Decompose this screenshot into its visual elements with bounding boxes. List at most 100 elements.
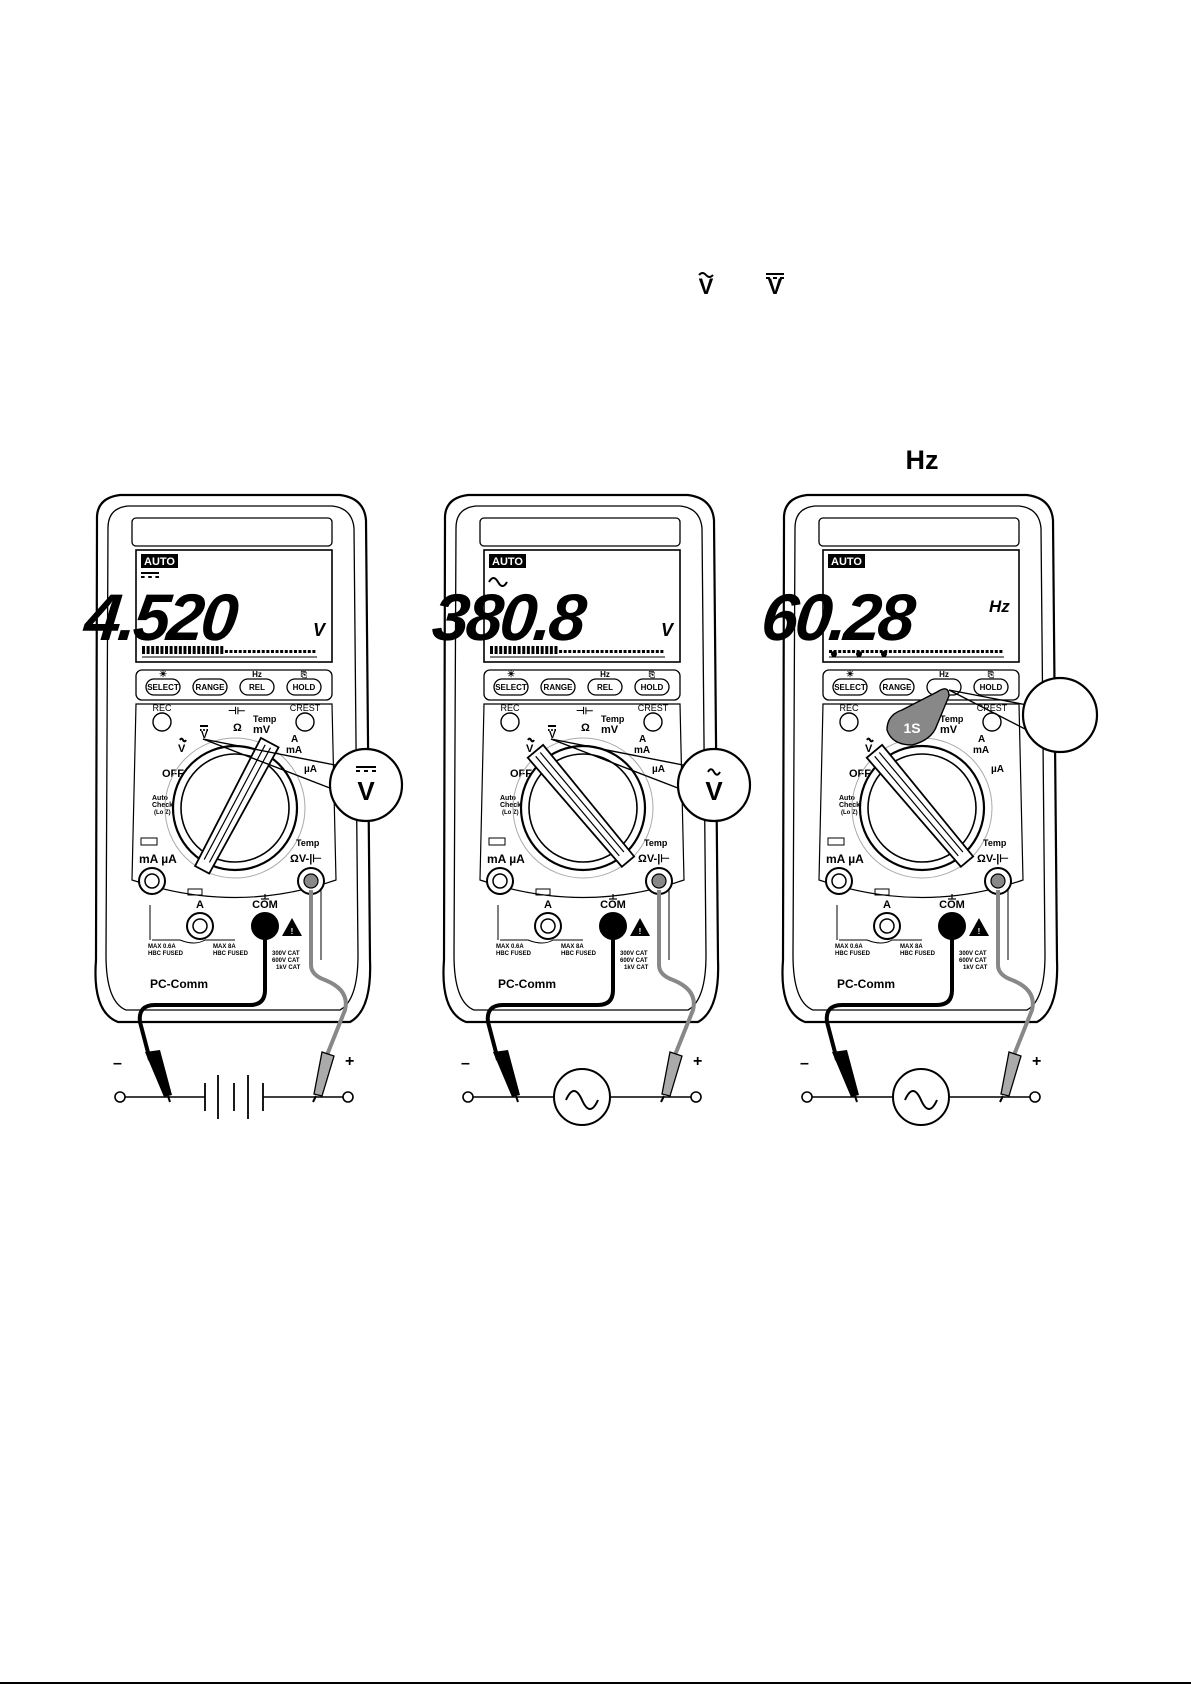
terminal-left — [114, 1091, 126, 1103]
button-label: SELECT — [147, 683, 179, 692]
auto-label: AUTO — [492, 556, 523, 568]
callout-v-label: V — [705, 776, 723, 806]
bargraph-segment — [545, 646, 549, 654]
positive-sign: + — [693, 1053, 702, 1070]
cat-rating-label: 600V CAT — [620, 958, 648, 964]
ua-dial-label: µA — [304, 764, 317, 775]
auto-check-label: Auto — [839, 795, 855, 802]
bargraph-segment — [985, 650, 989, 653]
ma-dial-label: mA — [973, 745, 989, 756]
bargraph-segment — [902, 650, 906, 653]
red-test-lead — [657, 890, 696, 1061]
bargraph-segment — [976, 650, 980, 653]
bargraph-segment — [252, 650, 256, 653]
bargraph-segment — [192, 646, 196, 654]
bargraph-segment — [925, 650, 929, 653]
rec-label: REC — [500, 703, 520, 713]
dial-pointer — [193, 736, 280, 875]
ma-fuse-icon — [488, 837, 506, 846]
fuse-bracket — [836, 905, 922, 944]
ac-mode-indicator — [488, 576, 508, 588]
bargraph-segment — [577, 650, 581, 653]
button-hold: HOLD — [634, 678, 670, 696]
bargraph-segment — [623, 650, 627, 653]
button-select: SELECT — [832, 678, 868, 696]
button-hold: HOLD — [973, 678, 1009, 696]
dial-guide-ring — [512, 737, 654, 879]
ua-dial-label: µA — [652, 764, 665, 775]
bargraph-segment — [861, 650, 865, 653]
negative-sign: – — [461, 1055, 470, 1072]
bargraph-segment — [293, 650, 297, 653]
callout-leader — [550, 738, 684, 766]
auto-check-label: (Lo Z) — [502, 810, 519, 816]
off-label: OFF — [510, 768, 532, 780]
hz-key-label: Hz — [252, 670, 262, 679]
a-rating-label: MAX 8A — [213, 944, 236, 950]
ac-v-dial-mark — [866, 737, 874, 743]
bargraph-segment — [142, 646, 145, 654]
terminal-right — [1029, 1091, 1041, 1103]
hold-key-icon: ⎘ — [301, 669, 308, 679]
ma-ua-jack-label: mA µA — [826, 852, 864, 866]
black-probe — [493, 1050, 520, 1097]
bargraph-segment — [609, 650, 613, 653]
red-test-lead — [996, 890, 1035, 1061]
crest-label: CREST — [638, 703, 669, 713]
ma-ua-jack-label: mA µA — [487, 852, 525, 866]
ma-rating-label: MAX 0.6A — [835, 944, 863, 950]
brand-label: PC-Comm — [837, 977, 895, 991]
temp-jack-label: Temp — [983, 838, 1007, 848]
button-range: RANGE — [192, 678, 228, 696]
bargraph-segment — [247, 650, 251, 653]
bargraph-segment — [838, 650, 842, 653]
a-jack-label: A — [196, 899, 204, 911]
bargraph-segment — [160, 646, 164, 654]
callout-leader — [948, 689, 1028, 731]
bargraph-segment — [572, 650, 576, 653]
dc-mode-indicator — [141, 572, 159, 578]
bargraph-segment — [151, 646, 155, 654]
button-rel: REL — [587, 678, 623, 696]
off-label: OFF — [162, 768, 184, 780]
bargraph-segment — [275, 650, 279, 653]
callout-circle — [1021, 676, 1099, 754]
button-range: RANGE — [540, 678, 576, 696]
button-label: HOLD — [641, 683, 664, 692]
cat-rating-label: 1kV CAT — [963, 965, 988, 971]
lcd-unit: V — [313, 620, 327, 640]
bargraph-segment — [234, 650, 238, 653]
auto-check-label: (Lo Z) — [154, 810, 171, 816]
a-dial-label: A — [978, 734, 985, 745]
lcd-reading: 380.8 — [429, 581, 590, 655]
red-probe-plug — [990, 873, 1006, 889]
bargraph-segment — [930, 650, 934, 653]
diode-dial-icon: ⊣⊢ — [576, 706, 594, 717]
callout-ac-mark — [707, 768, 721, 776]
display-bezel-top — [479, 517, 681, 547]
bargraph-segment — [206, 646, 210, 654]
bargraph-segment — [289, 650, 293, 653]
bargraph-segment — [605, 650, 609, 653]
auto-badge — [828, 554, 865, 568]
ac-source-wave — [565, 1090, 599, 1110]
auto-badge — [489, 554, 526, 568]
auto-badge — [141, 554, 178, 568]
bargraph-segment — [994, 650, 998, 653]
a-rating-label: HBC FUSED — [900, 951, 936, 957]
red-probe — [1000, 1051, 1022, 1097]
bargraph-marker — [881, 651, 887, 657]
bargraph-segment — [641, 650, 645, 653]
black-test-lead — [137, 935, 267, 1061]
a-fuse-icon — [535, 888, 551, 896]
a-fuse-icon — [187, 888, 203, 896]
bargraph-segment — [513, 646, 517, 654]
warning-triangle-icon — [282, 918, 302, 936]
callout-leader — [948, 689, 1028, 706]
bargraph-segment — [559, 650, 563, 653]
button-strip — [483, 669, 681, 701]
finger-press-icon — [886, 688, 950, 746]
